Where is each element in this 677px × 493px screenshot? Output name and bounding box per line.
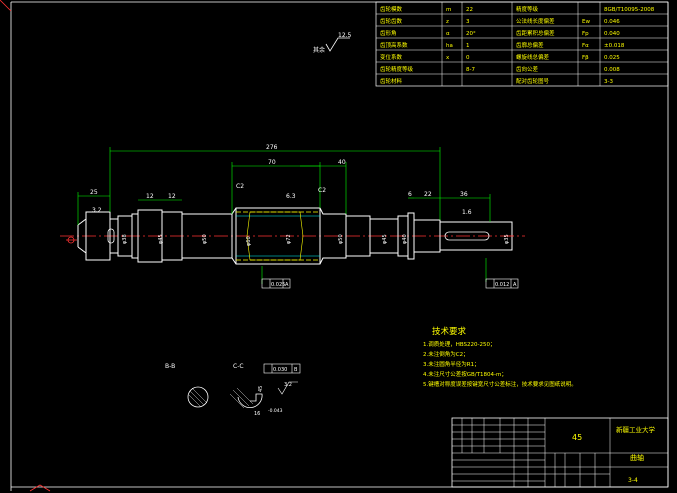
dim-40: 40 [338,159,346,166]
runout-right-datum: A [513,282,517,288]
dim-ra2: 3.2 [92,207,102,214]
title-part-name: 曲轴 [630,453,644,462]
title-block: 45 新疆工业大学 曲轴 3-4 [451,417,669,488]
runout-right-value: 0.012 [495,282,509,288]
param-name-5: 齿轮精度等级 [380,65,414,73]
param-r-val-4: 0.025 [604,55,620,61]
dim-36: 36 [460,191,468,198]
roughness-label: 其余 [313,46,325,54]
param-val-1: 3 [466,19,470,25]
param-r-sym-3: Fα [582,43,589,49]
key-tolerance: -0.043 [268,408,283,414]
dim-12a: 12 [146,193,154,200]
param-sym-2: α [446,31,450,37]
dim-ra1: 6.3 [286,193,296,200]
runout-left-datum: A [285,282,289,288]
key-width: 16 [254,411,260,417]
param-sym-3: ha [446,43,453,49]
dimensions [77,147,491,225]
tech-item-3: 3.未注圆角半径为R1； [423,360,480,368]
param-sym-4: x [446,55,450,61]
param-r-sym-2: Fp [582,31,589,37]
end-markers [66,235,514,244]
dim-dia-right-b: φ45 [382,234,388,244]
param-r-name-0: 精度等级 [516,5,539,13]
param-name-0: 齿轮模数 [380,5,403,13]
param-sym-0: m [446,7,451,13]
param-name-4: 变位系数 [380,53,403,61]
roughness-default: 其余 12.5 [313,32,352,54]
tech-item-5: 5.键槽对称度误差按键宽尺寸公差标注，技术要求见图纸说明。 [423,380,577,388]
keyways [107,211,490,261]
param-r-val-3: ±0.018 [604,43,625,49]
dim-22: 22 [424,191,432,198]
section-views: B-B C-C 0.030 B 45 16 -0.043 3.2 [165,363,301,417]
title-school: 新疆工业大学 [616,425,656,434]
dim-overall: 276 [266,144,278,151]
param-r-name-1: 公法线长度偏差 [516,17,555,25]
param-r-name-2: 齿距累积总偏差 [516,29,555,37]
dim-6: 6 [408,191,412,198]
param-name-1: 齿轮齿数 [380,17,403,25]
param-val-0: 22 [466,7,473,13]
bottom-marker [29,484,51,492]
param-name-2: 齿形角 [380,29,397,37]
symmetry-datum: B [294,367,298,373]
dim-12b: 12 [168,193,176,200]
param-r-val-1: 0.046 [604,19,620,25]
param-r-name-6: 配对齿轮图号 [516,77,550,85]
param-r-val-6: 3-3 [604,79,613,85]
dim-chamfer-left: C2 [236,183,244,190]
key-depth: 45 [258,386,264,392]
title-material: 45 [572,433,582,442]
param-r-sym-4: Fβ [582,55,589,61]
param-val-3: 1 [466,43,470,49]
tech-item-4: 4.未注尺寸公差按GB/T1804-m； [423,370,507,378]
tech-item-1: 1.调质处理，HBS220-250； [423,340,496,348]
param-val-2: 20° [466,31,476,37]
param-val-5: 8-7 [466,67,475,73]
dim-dia-mid: φ60 [246,236,252,246]
param-r-name-5: 齿向公差 [516,65,539,73]
param-name-6: 齿轮材料 [380,77,403,85]
param-r-sym-1: Ew [582,19,590,25]
dim-70: 70 [268,159,276,166]
section-ra: 3.2 [284,382,292,388]
param-r-val-5: 0.008 [604,67,620,73]
tech-title: 技术要求 [432,326,467,337]
params-table: 齿轮模数 m 22 齿轮齿数 z 3 齿形角 α 20° 齿顶高系数 ha 1 … [375,1,669,87]
param-val-4: 0 [466,55,470,61]
symmetry-value: 0.030 [273,367,287,373]
dim-ra3: 1.6 [462,209,472,216]
tech-requirements: 技术要求 1.调质处理，HBS220-250； 2.未注倒角为C2； 3.未注圆… [423,326,577,388]
param-r-name-4: 螺旋线总偏差 [516,53,550,61]
param-sym-1: z [446,19,449,25]
dim-dia-gear: φ72 [286,234,292,244]
runout-frame-right: 0.012 A [485,258,519,289]
dim-dia-left-b: φ45 [158,234,164,244]
param-name-3: 齿顶高系数 [380,41,408,49]
section-label-c: C-C [233,363,244,370]
dim-25: 25 [90,189,98,196]
runout-left-value: 0.025 [271,282,285,288]
param-r-val-0: 8GB/T10095-2008 [604,7,655,13]
dim-dia-end: φ35 [504,234,510,244]
tech-item-2: 2.未注倒角为C2； [423,350,469,358]
dim-dia-right-c: φ40 [402,234,408,244]
shaft-outline [77,207,513,265]
corner-mark [0,0,12,12]
dim-chamfer-right: C2 [318,187,326,194]
dim-dia-left-a: φ38 [122,234,128,244]
param-r-name-3: 齿廓总偏差 [516,41,544,49]
section-label-b: B-B [165,363,175,370]
title-drawing-no: 3-4 [628,477,638,484]
roughness-value: 12.5 [338,32,352,39]
runout-frame-left: 0.025 A [261,266,291,289]
dim-dia-left-c: φ50 [202,234,208,244]
dim-dia-right-a: φ50 [338,234,344,244]
param-r-val-2: 0.040 [604,31,620,37]
